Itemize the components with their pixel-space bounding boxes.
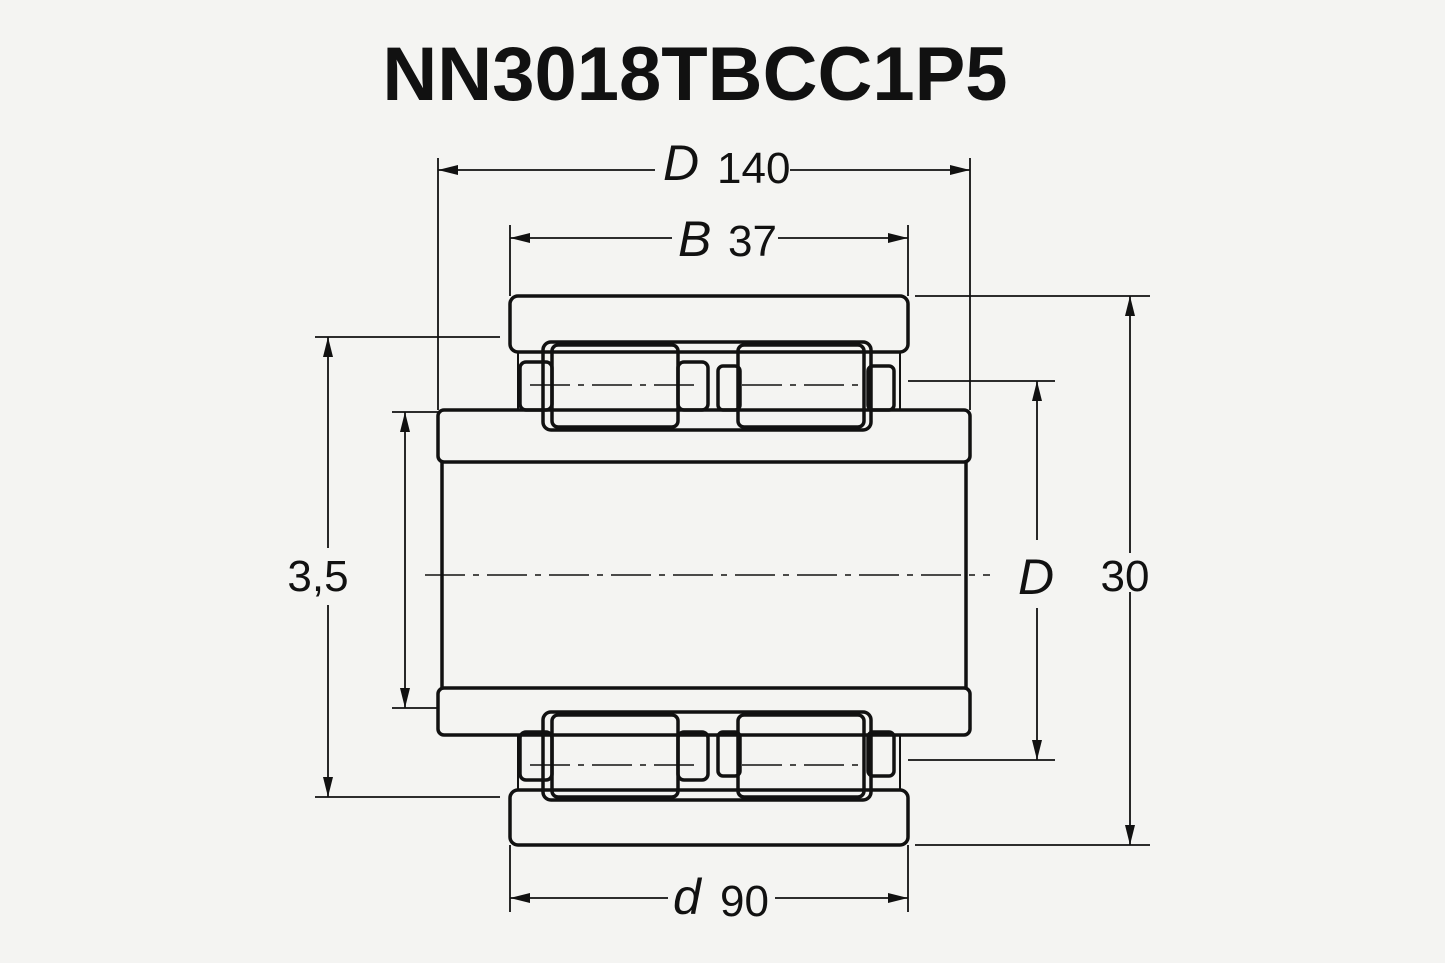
outer-ring-top <box>508 294 910 354</box>
dim-value-37: 37 <box>728 217 777 266</box>
bore-dimension: d 90 <box>509 845 909 926</box>
width-dimension: B 37 <box>509 211 909 296</box>
roller <box>736 343 866 429</box>
roller <box>736 713 866 799</box>
outer-ring-bottom <box>508 788 910 847</box>
inner-ring-bottom <box>436 686 972 737</box>
dim-value-30: 30 <box>1101 552 1150 601</box>
dim-symbol-D: D <box>663 135 699 191</box>
dim-value-3-5: 3,5 <box>287 552 348 601</box>
dim-symbol-B: B <box>678 211 711 267</box>
part-number-title: NN3018TBCC1P5 <box>382 32 1007 117</box>
left-dimension: 3,5 <box>287 336 500 798</box>
roller-set-bottom <box>518 710 896 802</box>
dim-symbol-d: d <box>673 869 703 925</box>
right-diameter-dimension: D <box>908 380 1055 761</box>
outer-diameter-dimension: D 140 <box>437 135 971 410</box>
roller <box>550 343 680 429</box>
inner-ring-top <box>436 408 972 464</box>
dim-value-140: 140 <box>717 144 790 193</box>
roller-set-top <box>518 340 896 432</box>
roller <box>550 713 680 799</box>
dim-symbol-D-right: D <box>1018 549 1054 605</box>
right-dimension: 30 <box>915 295 1150 846</box>
dim-value-90: 90 <box>720 877 769 926</box>
